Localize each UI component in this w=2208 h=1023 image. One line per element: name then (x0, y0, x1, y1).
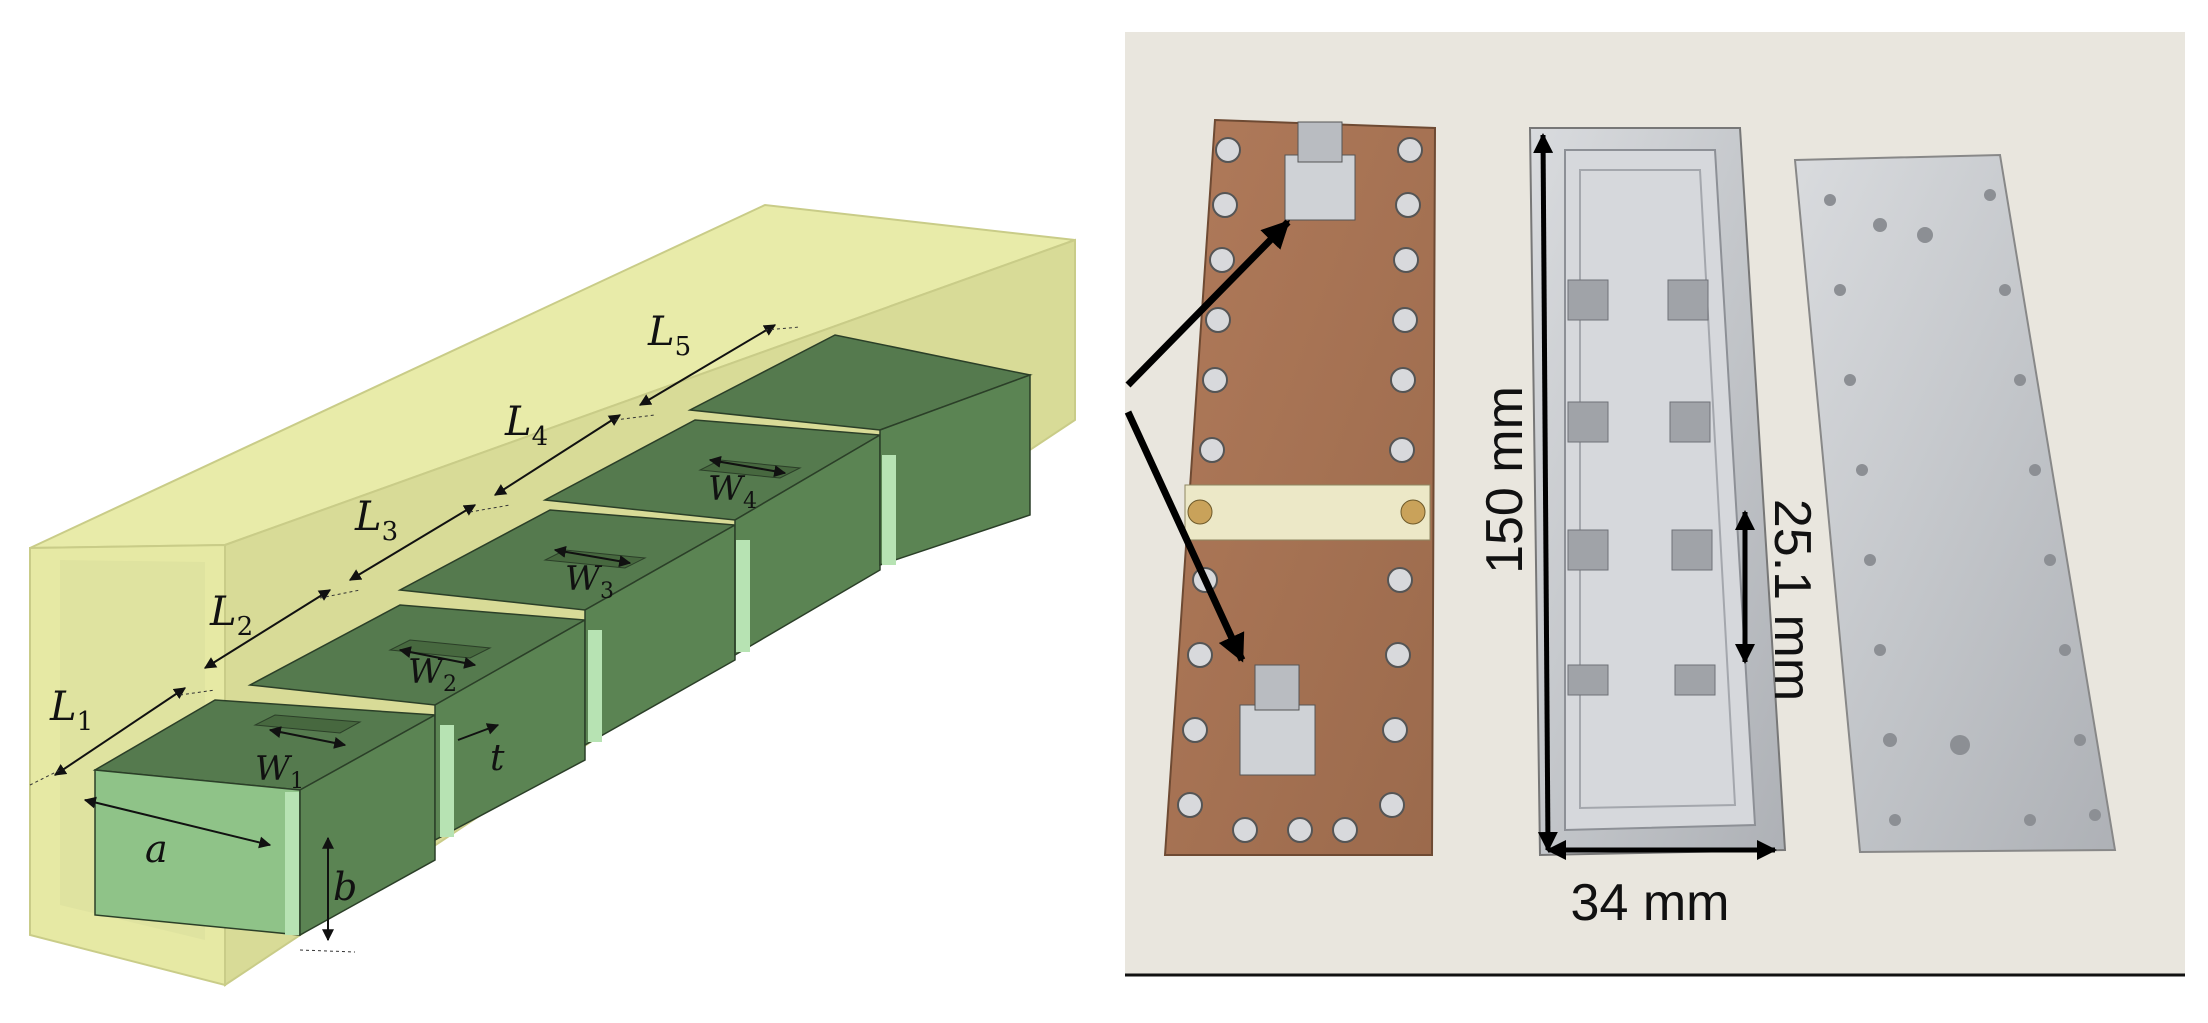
cad-labels: L1 L2 L3 L4 L5 W1 W2 W3 W4 a b t (49, 309, 757, 909)
aluminum-base-plate (1793, 153, 2117, 854)
label-L5: L5 (647, 309, 691, 362)
dimension-extension-lines (29, 326, 801, 953)
label-W4: W4 (708, 469, 757, 514)
cavity-posts (1567, 279, 1716, 696)
sma-connector-top (1284, 121, 1356, 221)
label-L4: L4 (504, 399, 548, 452)
dimension-label-34mm: 34 mm (1571, 874, 1730, 932)
connector-pointer-arrows (1124, 219, 1291, 663)
copper-plate-screws (1177, 137, 1423, 843)
label-W3: W3 (565, 559, 614, 604)
label-b: b (333, 865, 357, 909)
photo-dimension-arrows (1533, 133, 1777, 860)
label-L1: L1 (49, 684, 93, 737)
copper-lid-plate (1163, 118, 1437, 856)
resonator-block-5 (687, 334, 1033, 567)
label-W2: W2 (408, 652, 457, 697)
aluminum-cavity-body (1528, 127, 1787, 857)
dimension-lines (54, 324, 787, 942)
fabricated-filter-photo: 150 mm 25.1 mm 34 mm (1124, 32, 2185, 977)
dimension-label-25-1mm: 25.1 mm (1763, 499, 1821, 701)
base-plate-holes (1824, 189, 2101, 826)
sma-connector-bottom (1239, 664, 1316, 776)
cad-model: L1 L2 L3 L4 L5 W1 W2 W3 W4 a b t (29, 203, 1076, 987)
label-L2: L2 (209, 589, 253, 642)
label-t: t (490, 738, 505, 779)
label-W1: W1 (255, 749, 304, 794)
label-L3: L3 (354, 494, 398, 547)
dimension-label-150mm: 150 mm (1476, 386, 1534, 574)
label-a: a (145, 827, 168, 871)
